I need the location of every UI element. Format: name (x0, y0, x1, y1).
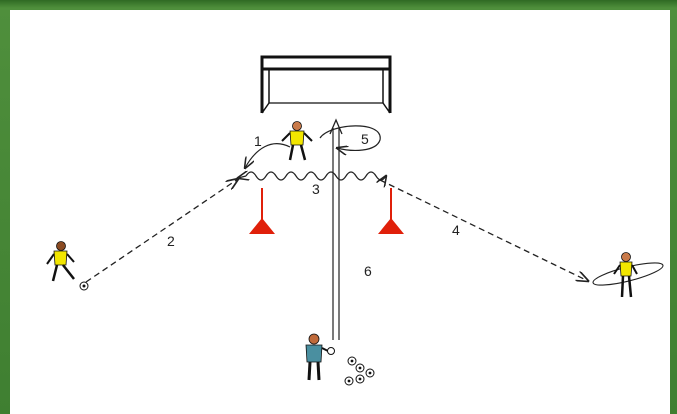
pass-line-2 (86, 179, 238, 282)
cone-right (378, 188, 404, 234)
player-right (591, 253, 664, 298)
coach (306, 334, 335, 380)
dribble-arrow-left (238, 176, 246, 178)
wavy-line-3 (246, 172, 386, 180)
movement-arc-5 (320, 126, 380, 151)
player-left-with-ball (47, 242, 88, 291)
cone-left (249, 188, 275, 234)
label-step-5: 5 (361, 131, 369, 147)
label-step-2: 2 (167, 233, 175, 249)
label-step-6: 6 (364, 263, 372, 279)
goalkeeper (282, 122, 312, 161)
label-step-1: 1 (254, 133, 262, 149)
label-step-3: 3 (312, 181, 320, 197)
pass-line-4 (380, 180, 588, 281)
movement-arc-1 (245, 144, 290, 168)
pass-line-6 (330, 120, 342, 340)
label-step-4: 4 (452, 222, 460, 238)
goal (262, 57, 390, 113)
